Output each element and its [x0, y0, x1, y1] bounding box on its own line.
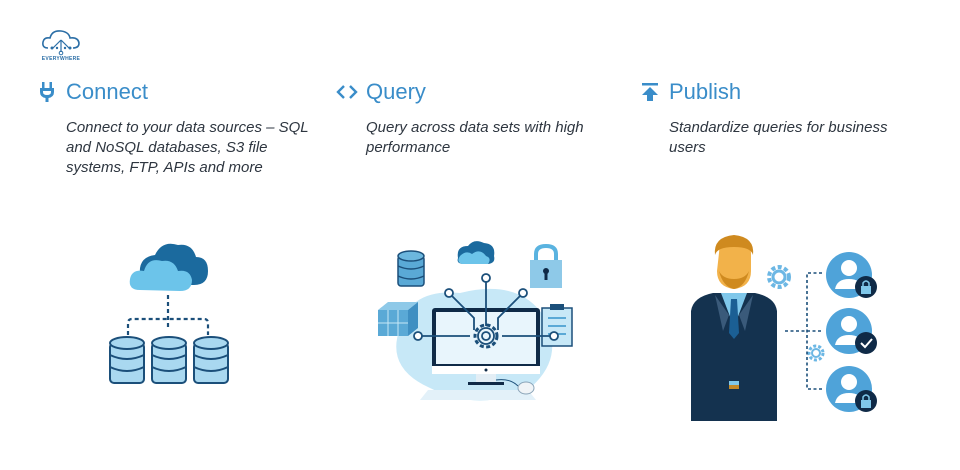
keyboard-icon: [420, 390, 536, 400]
cloud-icon: [457, 241, 495, 264]
publish-title: Publish: [669, 79, 742, 104]
businessman-icon: [691, 235, 777, 421]
connect-section: Connect Connect to your data sources – S…: [36, 78, 316, 178]
database-icon: [193, 336, 229, 384]
publish-section: Publish Standardize queries for business…: [639, 78, 919, 158]
code-brackets-icon: [336, 81, 358, 103]
user-lock-icon: [826, 252, 877, 298]
network-lines: [413, 273, 559, 341]
computer-query-illustration: [378, 241, 573, 401]
query-description: Query across data sets with high perform…: [366, 119, 584, 156]
logo-cloud-icon: [42, 30, 80, 56]
cloud-icon: [129, 243, 208, 291]
gear-icon: [807, 344, 825, 362]
cube-blocks-icon: [378, 302, 418, 336]
connector-lines: [785, 272, 822, 390]
connector-lines: [126, 295, 210, 335]
database-icon: [151, 336, 187, 384]
businessman-users-illustration: [691, 235, 877, 421]
logo-text: EVERYWHERE: [41, 56, 81, 62]
query-title: Query: [366, 79, 426, 104]
query-section: Query Query across data sets with high p…: [336, 78, 616, 158]
connect-title: Connect: [66, 79, 148, 104]
database-icon: [397, 250, 425, 287]
database-icon: [109, 336, 145, 384]
upload-icon: [639, 81, 661, 103]
lock-icon: [530, 243, 562, 288]
plug-icon: [36, 81, 58, 103]
cloud-databases-illustration: [109, 243, 229, 384]
gear-icon: [767, 265, 791, 289]
connect-description: Connect to your data sources – SQL and N…: [66, 119, 309, 176]
mouse-icon: [495, 379, 535, 395]
gear-icon: [473, 323, 499, 349]
user-lock-icon: [826, 366, 877, 412]
publish-description: Standardize queries for business users: [669, 119, 888, 156]
user-check-icon: [826, 308, 877, 354]
